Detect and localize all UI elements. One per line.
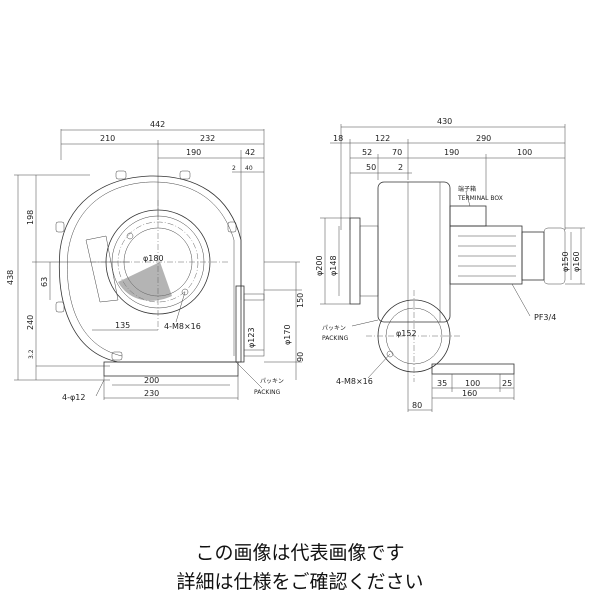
dim-base-160: 160: [462, 389, 477, 398]
dim-height-bottom: 240: [26, 315, 35, 330]
dim-base-35: 35: [437, 379, 447, 388]
dim-width-left: 210: [100, 134, 115, 143]
dim-inlet-dia: φ180: [143, 254, 164, 263]
dim-dia-200: φ200: [315, 255, 324, 276]
front-view: 442 210 232 190 42 2 40 438 198 240 63 3…: [6, 120, 305, 402]
dim-outlet-flange-dia: φ170: [283, 324, 292, 345]
dim-outlet-b: 90: [296, 352, 305, 362]
dim-width-right: 232: [200, 134, 215, 143]
dim-height-top: 198: [26, 210, 35, 225]
label-packing-jp-side: パッキン: [322, 325, 346, 332]
label-packing-en-front: PACKING: [254, 389, 281, 396]
dim-dia-148: φ148: [329, 255, 338, 276]
dim-50: 50: [366, 163, 376, 172]
dim-base-80: 80: [412, 401, 422, 410]
dim-flange-b: 40: [245, 165, 253, 172]
dim-52: 52: [362, 148, 372, 157]
dim-height-total: 438: [6, 270, 15, 285]
label-bolt-front: 4-M8×16: [164, 322, 201, 331]
dim-overall-length: 430: [437, 117, 452, 126]
dim-70: 70: [392, 148, 402, 157]
side-view: 430 18 122 290 52 70 190 100 50 2 φ200 φ…: [315, 117, 585, 412]
dim-290: 290: [476, 134, 491, 143]
label-bolt-side: 4-M8×16: [336, 377, 373, 386]
dim-outlet-dia: φ123: [247, 327, 256, 348]
label-packing-en-side: PACKING: [322, 335, 349, 342]
dim-outlet-h: 150: [296, 293, 305, 308]
blower-dimension-drawing: 442 210 232 190 42 2 40 438 198 240 63 3…: [6, 117, 585, 412]
dim-outlet-flange: 42: [245, 148, 255, 157]
dim-dia-150: φ150: [561, 251, 570, 272]
dim-flange-a: 2: [232, 165, 236, 172]
dim-18: 18: [333, 134, 343, 143]
dim-base-200: 200: [144, 376, 159, 385]
label-packing-jp-front: パッキン: [260, 378, 284, 385]
dim-base-25: 25: [502, 379, 512, 388]
dim-dia-160: φ160: [572, 251, 581, 272]
inlet-screen: [118, 262, 172, 301]
label-terminal-jp: 端子箱: [458, 185, 476, 193]
dim-63: 63: [40, 277, 49, 287]
dim-100: 100: [517, 148, 532, 157]
dim-dia-152: φ152: [396, 329, 417, 338]
dim-190: 190: [444, 148, 459, 157]
dim-135: 135: [115, 321, 130, 330]
dim-outlet-offset: 190: [186, 148, 201, 157]
label-holes: 4-φ12: [62, 393, 85, 402]
caption-representative-image: この画像は代表画像です: [195, 542, 405, 564]
label-pipe: PF3/4: [534, 313, 556, 322]
label-terminal-en: TERMINAL BOX: [457, 195, 503, 202]
dim-122: 122: [375, 134, 390, 143]
dim-overall-width: 442: [150, 120, 165, 129]
dim-base-230: 230: [144, 389, 159, 398]
dim-base-100: 100: [465, 379, 480, 388]
dim-2: 2: [398, 163, 403, 172]
caption-check-specifications: 詳細は仕様をご確認ください: [176, 571, 424, 593]
dim-3-2: 3.2: [28, 349, 35, 359]
